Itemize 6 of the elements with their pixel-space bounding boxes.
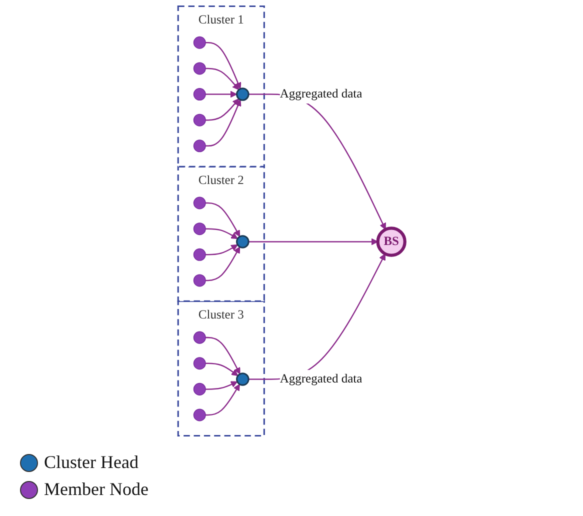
legend-text: Member Node <box>44 479 148 500</box>
legend-text: Cluster Head <box>44 452 138 473</box>
cluster-title: Cluster 2 <box>198 174 244 187</box>
cluster-title: Cluster 1 <box>198 13 244 27</box>
base-station-circle: BS <box>376 226 406 257</box>
cluster-title: Cluster 3 <box>198 308 244 322</box>
